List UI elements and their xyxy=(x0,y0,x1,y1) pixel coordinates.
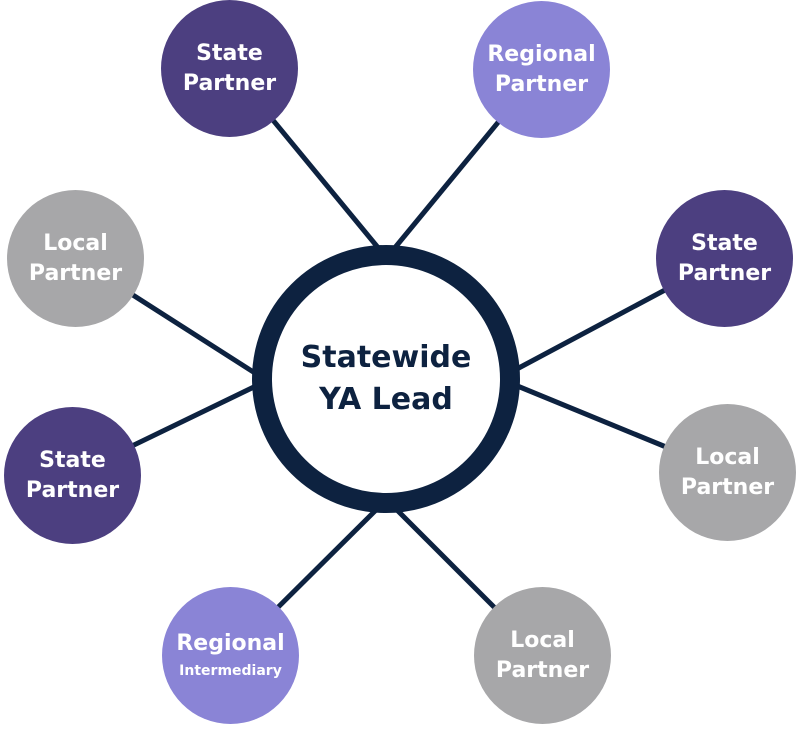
node-label: Local xyxy=(695,444,760,470)
node-label: Partner xyxy=(494,71,589,97)
node-local-partner: Local Partner xyxy=(7,190,144,327)
node-regional-partner: Regional Partner xyxy=(473,1,610,138)
node-state-partner: State Partner xyxy=(4,407,141,544)
node-label: State xyxy=(691,230,758,256)
node-label: State xyxy=(39,447,106,473)
hub-statewide-ya-lead: Statewide YA Lead xyxy=(252,245,520,513)
node-label: Partner xyxy=(28,260,123,286)
hub-label-line2: YA Lead xyxy=(319,382,453,417)
node-label: Local xyxy=(43,230,108,256)
node-label: Partner xyxy=(182,70,277,96)
node-label: Local xyxy=(510,627,575,653)
node-label: Regional xyxy=(176,630,285,656)
node-local-partner: Local Partner xyxy=(474,587,611,724)
hub-label-line1: Statewide xyxy=(300,340,472,375)
node-label: Partner xyxy=(25,477,120,503)
node-label: Partner xyxy=(495,657,590,683)
node-label: Partner xyxy=(680,474,775,500)
node-label: State xyxy=(196,40,263,66)
node-label: Partner xyxy=(677,260,772,286)
node-local-partner: Local Partner xyxy=(659,404,796,541)
node-state-partner: State Partner xyxy=(161,0,298,137)
node-label: Intermediary xyxy=(179,662,282,679)
node-label: Regional xyxy=(487,41,596,67)
node-state-partner: State Partner xyxy=(656,190,793,327)
node-regional-intermediary: Regional Intermediary xyxy=(162,587,299,724)
